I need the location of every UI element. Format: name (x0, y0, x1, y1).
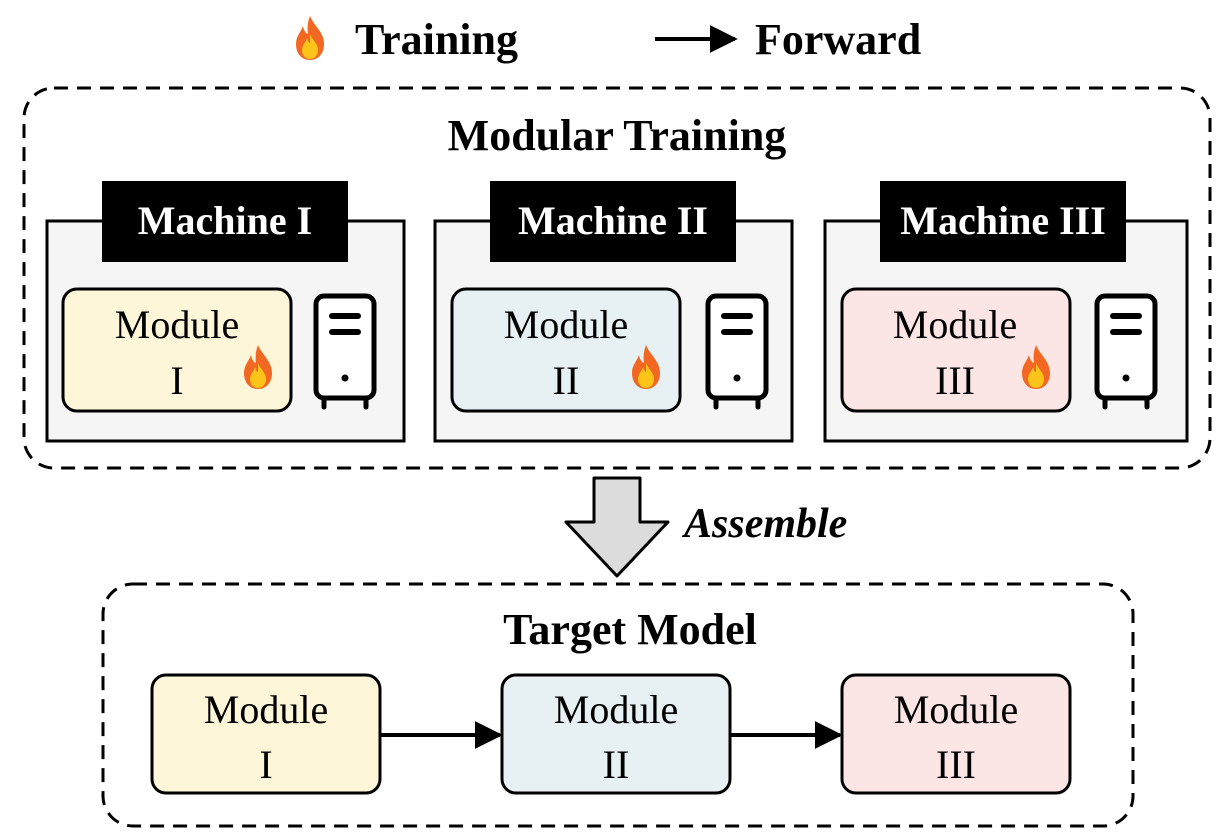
server-tower-icon (1097, 296, 1155, 407)
target-module-3-word: Module (894, 687, 1018, 732)
target-module-2-word: Module (554, 687, 678, 732)
legend: Training Forward (296, 15, 921, 64)
flame-icon (296, 16, 324, 60)
target-module-2-numeral: II (603, 742, 630, 787)
assemble-label: Assemble (681, 501, 847, 547)
machine-1-label: Machine I (138, 198, 312, 243)
machine-2: Machine II Module II (433, 181, 794, 443)
machine-1-module-box (61, 287, 293, 413)
machine-3-label-box (880, 181, 1126, 262)
machine-2-module-box (450, 287, 682, 413)
machine-3-module-word: Module (893, 302, 1017, 347)
target-module-1-word: Module (204, 687, 328, 732)
machine-2-module-word: Module (504, 302, 628, 347)
machine-2-label: Machine II (518, 198, 708, 243)
modular-training-border (22, 86, 1212, 470)
machine-2-label-box (490, 181, 736, 262)
target-module-3-box (840, 673, 1072, 795)
machine-3: Machine III Module III (823, 181, 1189, 443)
target-module-3-numeral: III (936, 742, 976, 787)
target-model-border (101, 582, 1135, 828)
machine-1-module-word: Module (115, 302, 239, 347)
machine-2-module-numeral: II (553, 358, 580, 403)
target-model-title: Target Model (503, 605, 757, 654)
modular-training-title: Modular Training (448, 111, 787, 160)
machine-3-module-numeral: III (935, 358, 975, 403)
machine-3-module-box (840, 287, 1072, 413)
assemble-step: Assemble (564, 476, 847, 578)
machine-1-module-numeral: I (170, 358, 183, 403)
modular-training-group: Modular Training Machine I Module I Mach… (22, 86, 1212, 470)
legend-training-label: Training (355, 15, 518, 64)
target-model-group: Target Model Module I Module II Module I… (101, 582, 1135, 828)
machine-1-label-box (102, 181, 348, 262)
legend-forward-label: Forward (755, 15, 921, 64)
machine-1: Machine I Module I (45, 181, 406, 443)
target-module-1-numeral: I (259, 742, 272, 787)
machine-3-label: Machine III (900, 198, 1106, 243)
server-tower-icon (316, 296, 374, 407)
server-tower-icon (708, 296, 766, 407)
assemble-down-arrow-icon (564, 476, 670, 578)
